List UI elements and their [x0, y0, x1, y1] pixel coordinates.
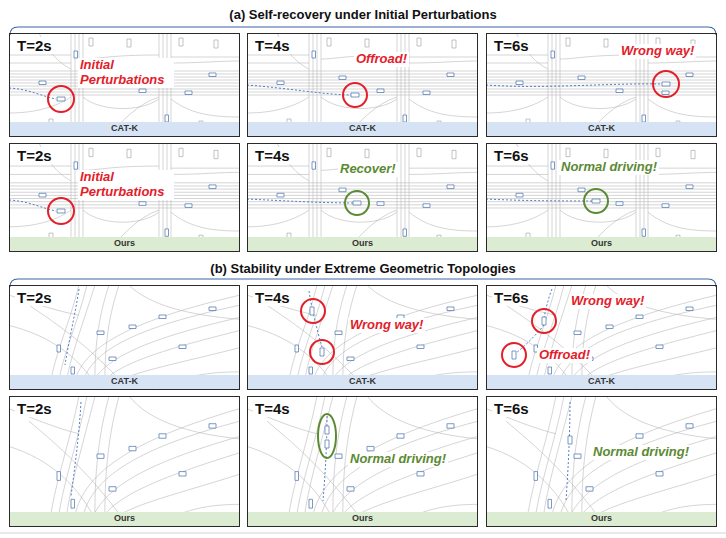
- scene-panel: T=2sOurs: [9, 396, 240, 527]
- time-label: T=6s: [492, 400, 531, 417]
- time-label: T=2s: [15, 289, 54, 306]
- map-scene: [247, 396, 478, 527]
- map-scene: [9, 285, 240, 390]
- failure-callout: Offroad!: [354, 52, 409, 67]
- map-scene: [247, 285, 478, 390]
- scene-panel: T=6s Wrong way! CAT-K: [486, 33, 717, 137]
- map-scene: [247, 33, 478, 137]
- section-heading: (b) Stability under Extreme Geometric To…: [0, 261, 726, 276]
- map-scene: [9, 33, 240, 137]
- time-label: T=4s: [253, 147, 292, 164]
- method-label: Ours: [10, 236, 239, 251]
- page-rule: [0, 533, 726, 534]
- scene-panel: T=4sWrong way! CAT-K: [247, 285, 478, 390]
- method-label: CAT-K: [248, 121, 477, 136]
- success-callout: Normal driving!: [559, 160, 659, 175]
- scene-panel: T=6sNormal driving! Ours: [486, 396, 717, 527]
- time-label: T=6s: [492, 289, 531, 306]
- failure-callout: Initial Perturbations: [78, 58, 174, 88]
- time-label: T=6s: [492, 37, 531, 54]
- success-callout: Recover!: [338, 162, 398, 177]
- failure-callout: Offroad!: [537, 348, 592, 363]
- scene-panel: T=2sCAT-K: [9, 285, 240, 390]
- scene-panel: T=6s Wrong way! Offroad! CAT-K: [486, 285, 717, 390]
- method-label: Ours: [248, 511, 477, 526]
- method-label: Ours: [248, 236, 477, 251]
- scene-panel: T=4sNormal driving! Ours: [247, 396, 478, 527]
- method-label: CAT-K: [10, 374, 239, 389]
- scene-panel: T=6sNormal driving! Ours: [486, 143, 717, 252]
- time-label: T=4s: [253, 289, 292, 306]
- scene-panel: T=2sInitial PerturbationsOurs: [9, 143, 240, 252]
- success-callout: Normal driving!: [591, 445, 691, 460]
- method-label: Ours: [10, 511, 239, 526]
- map-scene: [486, 396, 717, 527]
- method-label: CAT-K: [487, 374, 716, 389]
- method-label: Ours: [487, 236, 716, 251]
- map-scene: [486, 33, 717, 137]
- method-label: Ours: [487, 511, 716, 526]
- map-scene: [9, 143, 240, 252]
- method-label: CAT-K: [10, 121, 239, 136]
- section-heading: (a) Self-recovery under Initial Perturba…: [0, 7, 726, 22]
- time-label: T=2s: [15, 37, 54, 54]
- time-label: T=6s: [492, 147, 531, 164]
- method-label: CAT-K: [248, 374, 477, 389]
- map-scene: [486, 143, 717, 252]
- scene-panel: T=4sOffroad! CAT-K: [247, 33, 478, 137]
- failure-callout: Wrong way!: [569, 294, 646, 309]
- time-label: T=4s: [253, 37, 292, 54]
- time-label: T=2s: [15, 400, 54, 417]
- failure-callout: Wrong way!: [348, 318, 425, 333]
- scene-panel: T=4sRecover! Ours: [247, 143, 478, 252]
- time-label: T=2s: [15, 147, 54, 164]
- failure-callout: Initial Perturbations: [78, 170, 174, 200]
- map-scene: [247, 143, 478, 252]
- map-scene: [486, 285, 717, 390]
- scene-panel: T=2sInitial PerturbationsCAT-K: [9, 33, 240, 137]
- failure-callout: Wrong way!: [619, 44, 696, 59]
- time-label: T=4s: [253, 400, 292, 417]
- success-callout: Normal driving!: [348, 452, 448, 467]
- method-label: CAT-K: [487, 121, 716, 136]
- map-scene: [9, 396, 240, 527]
